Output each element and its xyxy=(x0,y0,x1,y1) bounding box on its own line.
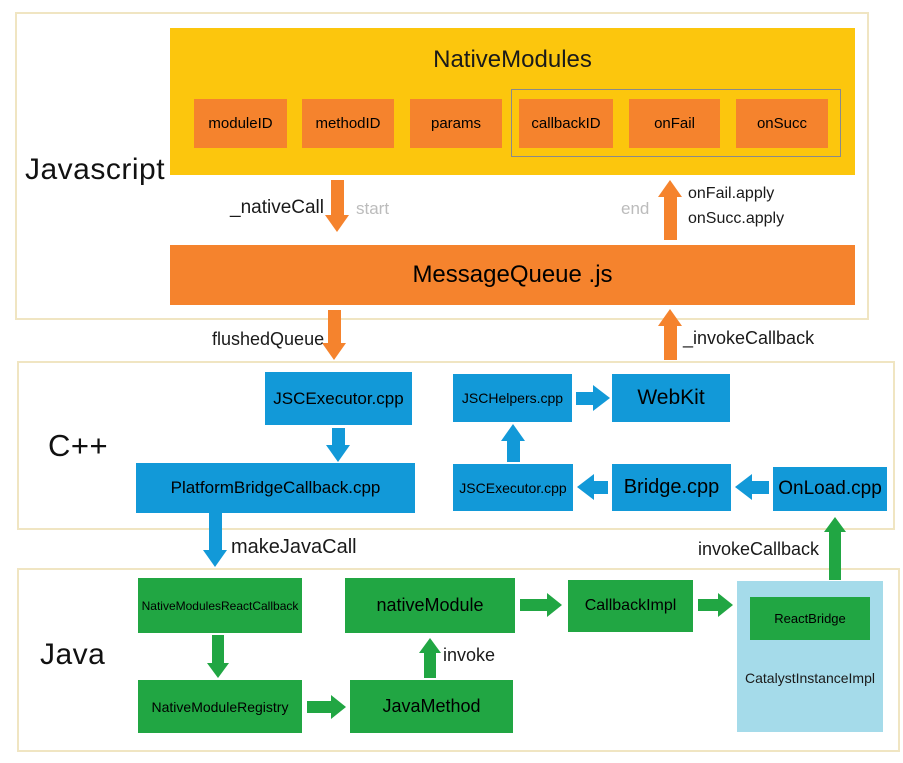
catalyst-instance-impl-label: CatalystInstanceImpl xyxy=(745,670,875,686)
native-modules-react-callback-box: NativeModulesReactCallback xyxy=(138,578,302,633)
message-queue-bar: MessageQueue .js xyxy=(170,245,855,305)
jsc-helpers-to-webkit-arrow xyxy=(576,385,610,411)
on-succ-apply-label: onSucc.apply xyxy=(688,210,785,227)
javascript-section-label: Javascript xyxy=(25,153,166,186)
registry-to-java-method-arrow xyxy=(307,695,346,719)
on-fail-apply-label: onFail.apply xyxy=(688,185,775,202)
flushed-queue-label: flushedQueue xyxy=(212,329,325,349)
native-call-label: _nativeCall xyxy=(230,197,324,218)
java-method-box: JavaMethod xyxy=(350,680,513,733)
platform-bridge-callback-box: PlatformBridgeCallback.cpp xyxy=(136,463,415,513)
callback-group-frame xyxy=(511,89,841,157)
native-call-arrow xyxy=(325,180,349,232)
bridge-to-jsc-executor-arrow xyxy=(577,474,608,500)
jsc-executor-top-box: JSCExecutor.cpp xyxy=(265,372,412,425)
native-module-registry-box: NativeModuleRegistry xyxy=(138,680,302,733)
flushed-queue-arrow xyxy=(322,310,346,360)
params-box: params xyxy=(410,99,502,148)
webkit-box: WebKit xyxy=(612,374,730,422)
jsc-executor-bottom-box: JSCExecutor.cpp xyxy=(453,464,573,511)
method-id-box: methodID xyxy=(302,99,394,148)
jsc-helpers-box: JSCHelpers.cpp xyxy=(453,374,572,422)
onload-to-bridge-arrow xyxy=(735,474,769,500)
end-label: end xyxy=(621,199,650,218)
native-module-to-callback-impl-arrow xyxy=(520,593,562,617)
callback-impl-box: CallbackImpl xyxy=(568,580,693,632)
jsc-executor-to-platform-arrow xyxy=(325,428,351,462)
start-label: start xyxy=(356,199,390,218)
end-arrow xyxy=(658,180,682,240)
bridge-box: Bridge.cpp xyxy=(612,464,731,511)
invoke-label: invoke xyxy=(443,645,496,665)
native-module-box: nativeModule xyxy=(345,578,515,633)
on-fail-box: onFail xyxy=(629,99,720,148)
native-modules-title: NativeModules xyxy=(433,46,592,73)
invoke-callback-java-label: invokeCallback xyxy=(698,539,820,559)
make-java-call-label: makeJavaCall xyxy=(231,536,357,558)
react-bridge-box: ReactBridge xyxy=(750,597,870,640)
module-id-box: moduleID xyxy=(194,99,287,148)
onload-box: OnLoad.cpp xyxy=(773,467,887,511)
make-java-call-arrow xyxy=(202,513,228,567)
invoke-callback-js-label: _invokeCallback xyxy=(683,328,815,348)
invoke-callback-js-arrow xyxy=(658,309,682,360)
jsc-executor2-to-helpers-arrow xyxy=(500,424,526,462)
nmrc-to-registry-arrow xyxy=(207,635,229,678)
java-section-label: Java xyxy=(40,638,106,671)
callback-impl-to-catalyst-arrow xyxy=(698,593,733,617)
invoke-arrow xyxy=(419,638,441,678)
on-succ-box: onSucc xyxy=(736,99,828,148)
cpp-section-label: C++ xyxy=(48,428,109,463)
invoke-callback-java-arrow xyxy=(824,517,846,580)
callback-id-box: callbackID xyxy=(519,99,613,148)
